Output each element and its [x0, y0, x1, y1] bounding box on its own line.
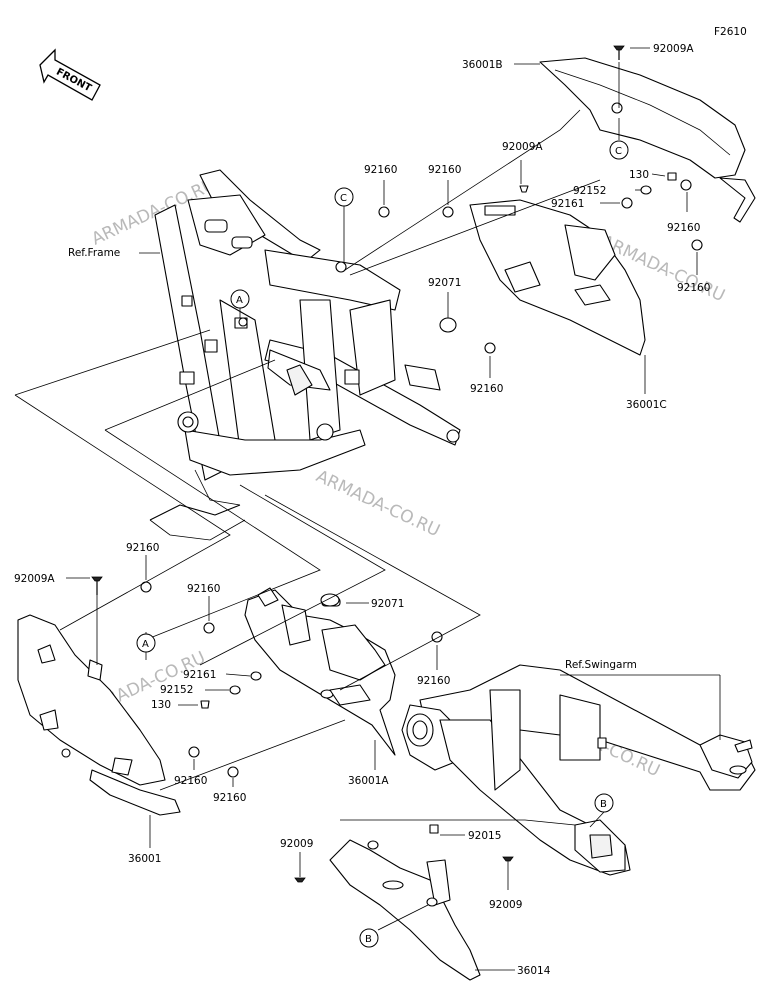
ref-frame-label: Ref.Frame — [68, 247, 120, 259]
label-92161-mid: 92161 — [183, 669, 216, 681]
label-92160-r1: 92160 — [667, 222, 700, 234]
svg-text:B: B — [600, 799, 607, 810]
cover-36001C — [469, 199, 646, 356]
label-92015: 92015 — [468, 830, 501, 842]
leader-lines — [14, 47, 698, 971]
frame-drawing — [149, 169, 461, 541]
chain-guard-36014 — [294, 824, 514, 981]
label-92160-l2: 92160 — [187, 583, 220, 595]
label-130-mid: 130 — [151, 699, 171, 711]
label-92071-mid: 92071 — [371, 598, 404, 610]
label-92160-t3: 92160 — [470, 383, 503, 395]
callout-a-frame: A — [230, 289, 250, 309]
cover-36001A — [244, 587, 396, 756]
label-130-top: 130 — [629, 169, 649, 181]
label-92160-t2: 92160 — [428, 164, 461, 176]
label-92009A-top: 92009A — [653, 43, 694, 55]
svg-text:A: A — [142, 639, 149, 650]
label-92009A-left: 92009A — [14, 573, 55, 585]
svg-text:B: B — [365, 934, 372, 945]
label-92009-a: 92009 — [280, 838, 313, 850]
label-36001B: 36001B — [462, 59, 503, 71]
front-arrow-icon: FRONT — [39, 48, 101, 101]
callout-c-frame: C — [334, 187, 354, 207]
watermark-3: ARMADA-CO.RU — [313, 466, 443, 541]
label-92152-mid: 92152 — [160, 684, 193, 696]
hardware-top — [378, 45, 703, 354]
label-92161-top: 92161 — [551, 198, 584, 210]
label-36014: 36014 — [517, 965, 551, 977]
svg-text:C: C — [340, 193, 347, 204]
label-92160-m1: 92160 — [417, 675, 450, 687]
label-92160-m3: 92160 — [213, 792, 246, 804]
figure-code: F2610 — [714, 26, 747, 38]
label-92071-top: 92071 — [428, 277, 461, 289]
callout-a-cover: A — [136, 633, 156, 653]
label-36001C: 36001C — [626, 399, 667, 411]
label-92160-r2: 92160 — [677, 282, 710, 294]
callout-b-guard: B — [359, 928, 379, 948]
ref-swingarm-label: Ref.Swingarm — [565, 659, 637, 671]
callout-c-top: C — [609, 140, 629, 160]
label-92009A-mid: 92009A — [502, 141, 543, 153]
label-92160-t1: 92160 — [364, 164, 397, 176]
swingarm-drawing — [401, 664, 756, 876]
label-36001: 36001 — [128, 853, 161, 865]
label-36001A: 36001A — [348, 775, 389, 787]
label-92160-l1: 92160 — [126, 542, 159, 554]
cover-36001 — [17, 614, 181, 816]
svg-text:A: A — [236, 295, 243, 306]
callout-b-swingarm: B — [594, 793, 614, 813]
label-92160-m2: 92160 — [174, 775, 207, 787]
label-92152-top: 92152 — [573, 185, 606, 197]
cover-36001B — [539, 57, 756, 223]
label-92009-b: 92009 — [489, 899, 522, 911]
svg-text:C: C — [615, 146, 622, 157]
